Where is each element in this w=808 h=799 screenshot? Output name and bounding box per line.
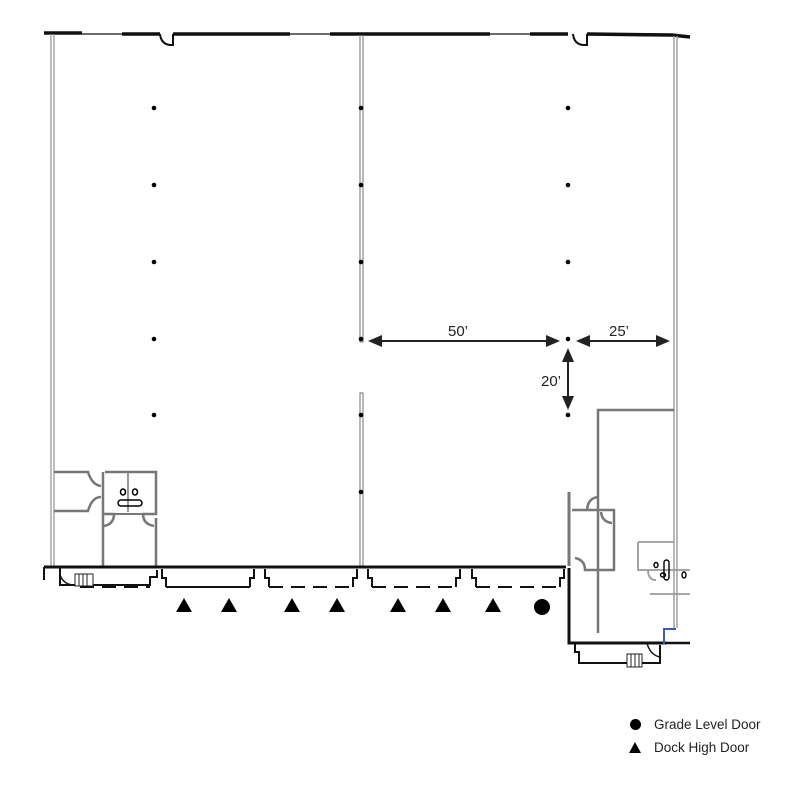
west-restroom-fixtures: [117, 488, 143, 507]
dimension-25: 25’: [576, 323, 670, 347]
dimension-20: 20’: [541, 348, 574, 410]
legend-label: Grade Level Door: [654, 717, 761, 732]
legend-label: Dock High Door: [654, 740, 750, 755]
stair-east: [626, 653, 643, 668]
east-office-walls: [567, 408, 674, 633]
north-wall: [44, 31, 691, 46]
legend-item-grade-level: Grade Level Door: [628, 713, 761, 736]
legend: Grade Level Door Dock High Door: [628, 713, 761, 759]
dock-aprons: [80, 569, 565, 588]
dock-high-doors: [176, 598, 501, 612]
south-wall: [43, 565, 566, 586]
triangle-icon: [628, 741, 642, 755]
east-restroom-walls: [637, 541, 690, 595]
stair-west: [74, 573, 94, 587]
dimension-50: 50’: [368, 323, 560, 347]
dimension-label-20: 20’: [541, 373, 561, 390]
east-restroom-fixtures: [653, 559, 687, 581]
circle-icon: [628, 718, 642, 732]
grade-level-door: [534, 599, 550, 615]
east-wall: [673, 36, 678, 628]
dimension-label-25: 25’: [609, 323, 629, 340]
demising-wall: [359, 35, 364, 567]
dimension-label-50: 50’: [448, 323, 468, 340]
column-grid: [151, 105, 571, 495]
west-wall: [50, 34, 55, 566]
west-office-walls: [54, 470, 158, 566]
legend-item-dock-high: Dock High Door: [628, 736, 761, 759]
east-exterior-wall: [567, 568, 690, 664]
blue-marker: [663, 628, 676, 644]
